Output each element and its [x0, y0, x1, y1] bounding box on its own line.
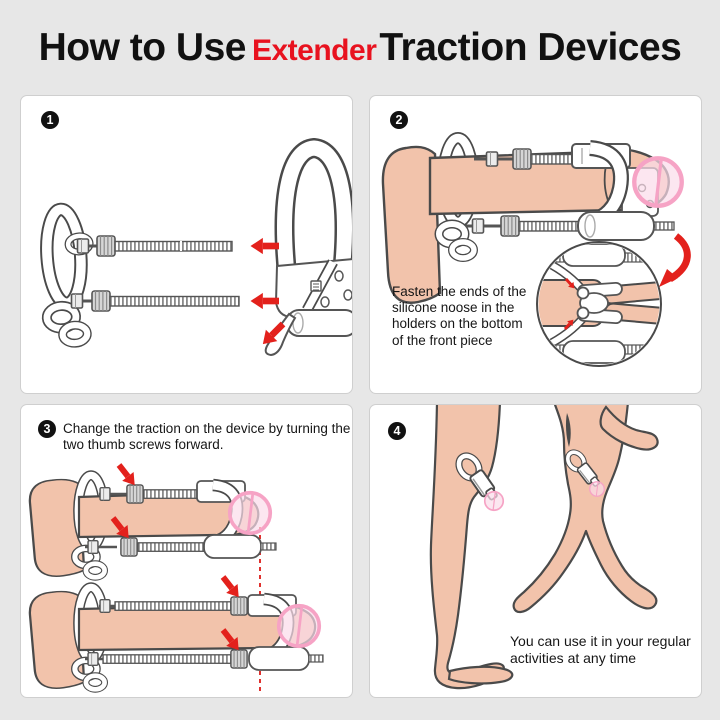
traction-rod-bottom — [466, 211, 675, 241]
step-panel-4: 4 You can use it in your regular activit… — [369, 404, 702, 698]
step2-caption: Fasten the ends of the silicone noose in… — [392, 284, 527, 348]
walking-figure — [512, 405, 659, 614]
device-extended-config — [28, 572, 324, 690]
step4-caption: You can use it in your regular activitie… — [510, 633, 691, 666]
step-number-badge: 3 — [38, 420, 56, 438]
step1-illustration — [21, 137, 352, 357]
curved-red-arrow-icon — [659, 233, 691, 287]
silicone-noose-loop — [274, 137, 352, 275]
step4-illustration — [429, 405, 659, 690]
censor-icon — [276, 603, 322, 649]
censor-icon — [227, 490, 273, 536]
censor-icon — [589, 481, 605, 497]
step-panel-1: 1 — [20, 95, 353, 394]
step-number-badge: 1 — [41, 111, 59, 129]
step2-illustration — [381, 96, 691, 367]
title-brand: Extender — [251, 34, 377, 67]
step3-illustration — [28, 460, 324, 697]
title-prefix: How to Use — [38, 26, 247, 69]
standing-figure — [429, 405, 514, 690]
magnified-inset — [536, 241, 662, 367]
step-number-badge: 4 — [388, 422, 406, 440]
traction-rod-bottom — [70, 290, 240, 312]
device-short-config — [28, 460, 277, 578]
base-clamp — [39, 208, 97, 345]
traction-rod-top — [76, 235, 233, 257]
step-panel-2: 2 Fasten the ends of the silicone noose … — [369, 95, 702, 394]
comfort-cylinder — [286, 309, 352, 337]
step-panel-3: 3 Change the traction on the device by t… — [20, 404, 353, 698]
censor-icon — [483, 490, 505, 512]
comfort-cylinder — [577, 211, 655, 241]
title-suffix: Traction Devices — [379, 26, 682, 69]
step3-caption: Change the traction on the device by tur… — [63, 421, 351, 453]
red-arrow-icon — [250, 292, 279, 310]
step-number-badge: 2 — [390, 111, 408, 129]
front-piece — [264, 137, 352, 357]
censor-icon — [634, 158, 682, 206]
